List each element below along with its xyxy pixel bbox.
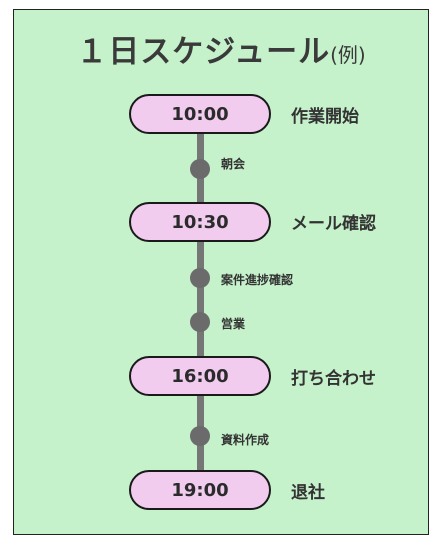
title-main: １日スケジュール (76, 34, 331, 70)
sub-event-label-1: 朝会 (221, 157, 246, 171)
schedule-panel: １日スケジュール(例) 10:00 10:30 16:00 19:00 作業開始… (13, 9, 429, 535)
time-pill-4: 19:00 (129, 470, 271, 510)
page-title: １日スケジュール(例) (14, 26, 428, 71)
time-pill-1: 10:00 (129, 94, 271, 134)
event-label-2: メール確認 (291, 214, 376, 234)
timeline-dot-asakai (190, 159, 210, 179)
sub-event-label-2: 案件進捗確認 (221, 273, 294, 287)
timeline-dot-sales (190, 312, 210, 332)
timeline-dot-progress (190, 268, 210, 288)
event-label-3: 打ち合わせ (291, 369, 376, 389)
sub-event-label-3: 営業 (221, 317, 246, 331)
event-label-4: 退社 (291, 483, 325, 503)
timeline-line (197, 120, 204, 500)
time-pill-2: 10:30 (129, 202, 271, 242)
time-pill-3: 16:00 (129, 356, 271, 396)
timeline-dot-materials (190, 426, 210, 446)
title-sub: (例) (330, 43, 366, 67)
event-label-1: 作業開始 (291, 107, 359, 127)
sub-event-label-4: 資料作成 (221, 433, 270, 447)
